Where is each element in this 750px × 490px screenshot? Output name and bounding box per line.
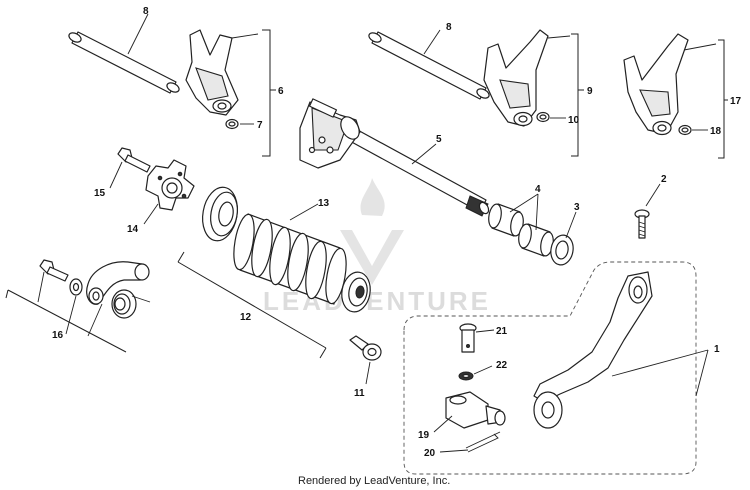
callout-16: 16 xyxy=(52,330,64,341)
bracket-9 xyxy=(571,33,584,157)
shift-rod-middle xyxy=(368,31,490,100)
stopper-arm xyxy=(86,261,150,305)
plug-11 xyxy=(349,335,382,361)
pin-18 xyxy=(678,124,692,136)
callout-20: 20 xyxy=(424,448,436,459)
callout-1: 1 xyxy=(714,344,720,355)
bearing-left xyxy=(202,186,238,242)
callout-11: 11 xyxy=(354,388,365,399)
callout-19: 19 xyxy=(418,430,430,441)
bracket-6 xyxy=(262,29,276,157)
bracket-16 xyxy=(5,289,127,353)
callout-9: 9 xyxy=(587,86,593,97)
callout-17: 17 xyxy=(730,96,742,107)
shift-fork-9 xyxy=(483,29,549,127)
callout-18: 18 xyxy=(710,126,722,137)
shift-fork-6 xyxy=(185,29,239,116)
washer-3 xyxy=(550,234,574,266)
pin-7 xyxy=(225,118,239,130)
pin-21 xyxy=(459,323,477,353)
bushing-4b xyxy=(518,223,554,257)
shift-pedal-1 xyxy=(533,271,653,429)
leader-lines xyxy=(37,13,717,453)
callout-3: 3 xyxy=(574,202,580,213)
callouts: 8 8 6 7 9 10 17 18 5 4 3 2 15 14 13 12 1… xyxy=(52,6,742,459)
bracket-12 xyxy=(177,251,327,359)
callout-8a: 8 xyxy=(143,6,149,17)
star-plate-14 xyxy=(145,159,195,211)
callout-7: 7 xyxy=(257,120,263,131)
bushing-4a xyxy=(488,203,524,237)
shift-rod-left xyxy=(68,31,180,94)
pin-10 xyxy=(536,111,550,123)
callout-10: 10 xyxy=(568,115,580,126)
callout-13: 13 xyxy=(318,198,330,209)
shift-shaft-5 xyxy=(299,98,490,217)
bracket-17 xyxy=(718,39,728,159)
callout-2: 2 xyxy=(661,174,667,185)
callout-4: 4 xyxy=(535,184,541,195)
bearing-right xyxy=(341,271,371,313)
callout-5: 5 xyxy=(436,134,442,145)
washer-16 xyxy=(69,278,83,296)
joint-19 xyxy=(445,391,506,429)
clip-20 xyxy=(465,431,501,453)
shift-drum-13 xyxy=(233,213,347,305)
callout-12: 12 xyxy=(240,312,252,323)
washer-22 xyxy=(458,371,474,381)
callout-15: 15 xyxy=(94,188,106,199)
bolt-16 xyxy=(39,259,69,282)
spring xyxy=(111,289,151,319)
callout-14: 14 xyxy=(127,224,139,235)
shift-fork-17 xyxy=(623,33,689,136)
callout-22: 22 xyxy=(496,360,508,371)
callout-21: 21 xyxy=(496,326,508,337)
bolt-2 xyxy=(634,209,650,239)
callout-8b: 8 xyxy=(446,22,452,33)
bolt-15 xyxy=(117,147,151,173)
pedal-assembly-boundary xyxy=(403,261,697,475)
watermark-logo xyxy=(340,178,404,285)
callout-6: 6 xyxy=(278,86,284,97)
footer-credit: Rendered by LeadVenture, Inc. xyxy=(298,475,450,487)
